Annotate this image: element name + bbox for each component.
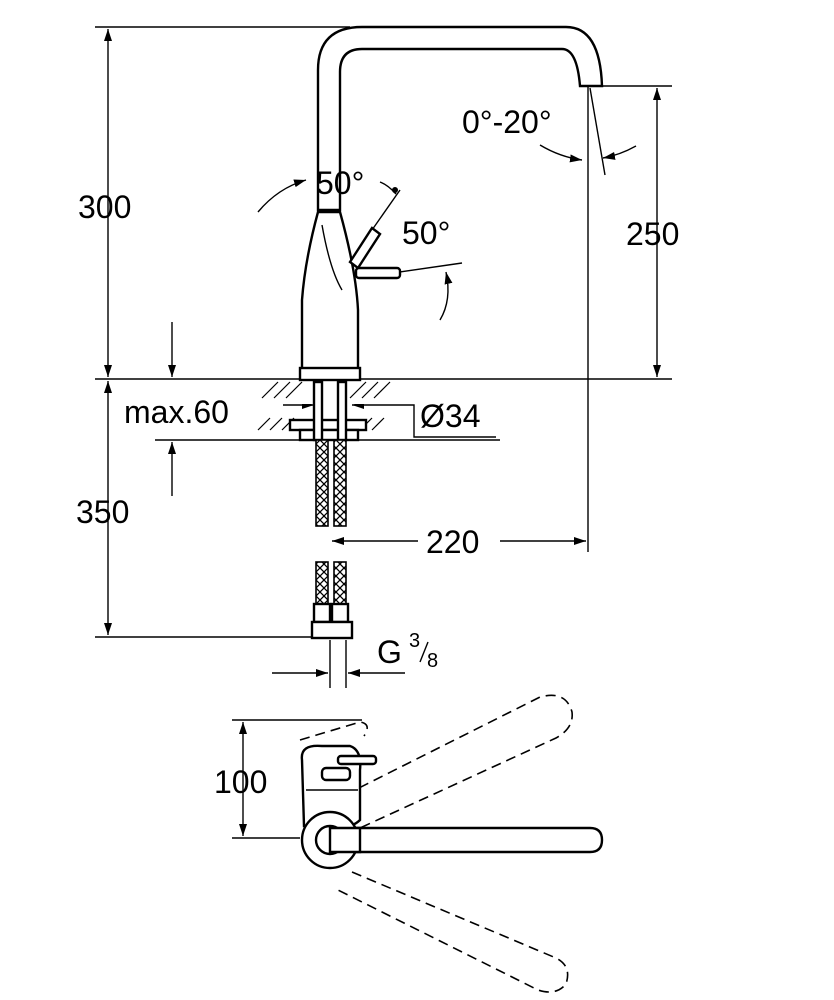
- svg-text:3: 3: [409, 630, 420, 652]
- label-max60: max.60: [124, 394, 229, 430]
- label-220: 220: [426, 524, 479, 560]
- label-250: 250: [626, 216, 679, 252]
- spout-tilt-line: [589, 87, 606, 176]
- mounting-nut: [298, 428, 360, 442]
- hose-left-upper: [315, 439, 329, 527]
- svg-text:G: G: [377, 634, 402, 670]
- hose-connector: [310, 620, 354, 640]
- mounting-plate: [288, 418, 368, 432]
- spout-swing-up: [344, 694, 573, 829]
- faucet-base: [298, 366, 362, 382]
- spout-joint: [328, 826, 362, 854]
- top-view: 100: [214, 694, 604, 993]
- threaded-rod-right: [336, 380, 348, 442]
- label-300: 300: [78, 189, 131, 225]
- lever-side-arc: [439, 271, 453, 321]
- hose-ferrule-left: [312, 602, 332, 624]
- label-350: 350: [76, 494, 129, 530]
- lever-handle: [348, 226, 382, 270]
- hose-right-lower: [333, 561, 347, 605]
- lever-top-handle: [336, 754, 378, 766]
- lever-up-arc-left: [257, 179, 307, 213]
- faucet-body: [300, 210, 360, 374]
- spout-top: [328, 826, 604, 854]
- label-lever-angle-side: 50°: [402, 215, 450, 251]
- diameter-leader: [383, 404, 496, 438]
- threaded-rod-left: [312, 380, 324, 442]
- lever-pivot-dot: [392, 187, 398, 193]
- label-thread: G 3 8: [377, 630, 438, 672]
- lever-top: [320, 766, 352, 782]
- label-lever-angle-up: 50°: [316, 165, 364, 201]
- deck-hatch: [257, 381, 396, 431]
- hose-left-lower: [315, 561, 329, 605]
- spout: [316, 25, 604, 212]
- swivel-arc-left: [539, 144, 583, 163]
- spout-swing-down: [337, 871, 569, 993]
- label-diameter: Ø34: [420, 398, 480, 434]
- lever-side-handle: [354, 266, 402, 280]
- lever-swing-outline: [299, 721, 368, 741]
- svg-text:8: 8: [427, 650, 438, 672]
- swivel-arc-right: [602, 145, 637, 160]
- side-view: 300 0°-20° 50° 50° 250 max.60 Ø34 350 22…: [76, 25, 679, 688]
- label-swivel-angle: 0°-20°: [462, 104, 552, 140]
- hose-right-upper: [333, 439, 347, 527]
- body-shading-line: [321, 224, 343, 291]
- label-100: 100: [214, 764, 267, 800]
- hose-ferrule-right: [330, 602, 350, 624]
